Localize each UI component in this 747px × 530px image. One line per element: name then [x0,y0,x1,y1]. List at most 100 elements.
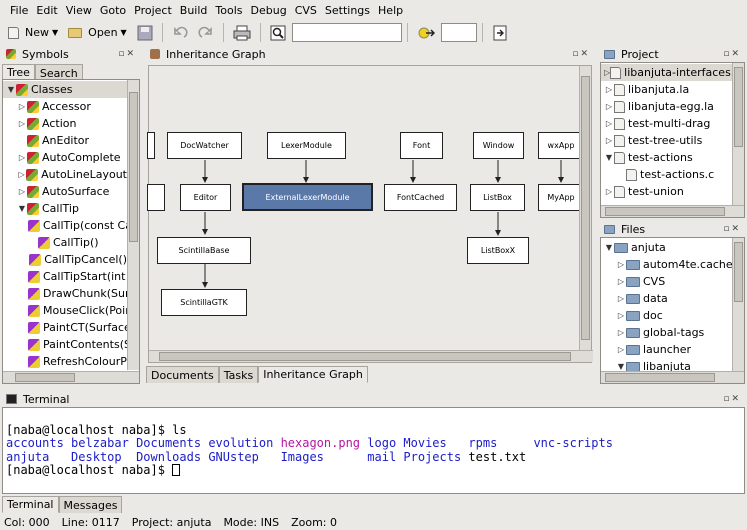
panel-controls-icon[interactable]: ▫✕ [723,49,741,59]
expander-open-icon[interactable]: ▼ [605,153,613,162]
tab-terminal[interactable]: Terminal [2,496,59,513]
tree-item[interactable]: PaintContents(Su [3,336,138,353]
scroll-thumb[interactable] [734,242,743,302]
tree-item[interactable]: ▷test-tree-utils [601,132,733,149]
panel-controls-icon[interactable]: ▫✕ [118,49,136,59]
tree-item[interactable]: ▷libanjuta-egg.la [601,98,733,115]
tree-item[interactable]: CallTip() [3,234,127,251]
graph-node-scintillagtk[interactable]: ScintillaGTK [161,289,247,316]
tree-item[interactable]: CallTipCancel() [3,251,127,268]
expander-closed-icon[interactable]: ▷ [605,102,613,111]
scroll-thumb[interactable] [129,92,138,242]
graph-node-myapp[interactable]: MyApp [538,184,584,211]
files-hscrollbar[interactable] [601,371,744,383]
graph-node-externallexermodule[interactable]: ExternalLexerModule [242,183,373,211]
graph-node-partial[interactable] [147,184,165,211]
menu-cvs[interactable]: CVS [294,3,317,17]
tree-item[interactable]: MouseClick(Poin [3,302,132,319]
goto-line-button[interactable] [413,22,439,43]
chevron-down-icon[interactable]: ▼ [52,28,59,37]
tree-item[interactable]: ▼CallTip [3,200,127,217]
expander-closed-icon[interactable]: ▷ [605,187,613,196]
tree-item[interactable]: ▷global-tags [601,324,733,341]
graph-node-partial[interactable] [147,132,155,159]
project-vscrollbar[interactable] [732,63,744,207]
tab-tasks[interactable]: Tasks [218,366,259,383]
expander-closed-icon[interactable]: ▷ [605,119,613,128]
menu-settings[interactable]: Settings [324,3,371,17]
tree-item[interactable]: ▼Classes [3,81,127,98]
line-number-input[interactable] [440,23,477,42]
tree-item[interactable]: ▷autom4te.cache [601,256,733,273]
expander-open-icon[interactable]: ▼ [7,85,15,94]
menu-edit[interactable]: Edit [36,3,58,17]
expander-closed-icon[interactable]: ▷ [18,102,26,111]
expander-closed-icon[interactable]: ▷ [605,85,613,94]
panel-controls-icon[interactable]: ▫✕ [723,224,741,234]
chevron-down-icon[interactable]: ▼ [120,28,127,37]
tree-item[interactable]: ▷AutoLineLayout [3,166,127,183]
menu-goto[interactable]: Goto [99,3,127,17]
graph-vscrollbar[interactable] [579,66,591,352]
tab-documents[interactable]: Documents [146,366,219,383]
tree-item[interactable]: ▼anjuta [601,239,733,256]
expander-closed-icon[interactable]: ▷ [617,277,625,286]
scroll-thumb[interactable] [605,373,715,382]
expander-closed-icon[interactable]: ▷ [605,136,613,145]
tree-item[interactable]: ▷Action [3,115,127,132]
tree-item[interactable]: ▷libanjuta.la [601,81,733,98]
menu-build[interactable]: Build [179,3,208,17]
graph-node-listboxx[interactable]: ListBoxX [467,237,529,264]
tree-item[interactable]: CallTip(const Ca [3,217,132,234]
tab-inheritance-graph[interactable]: Inheritance Graph [258,366,368,383]
expander-open-icon[interactable]: ▼ [617,362,625,371]
jump-button[interactable] [488,22,512,43]
panel-controls-icon[interactable]: ▫✕ [723,394,741,404]
tree-item[interactable]: RefreshColourPa [3,353,133,370]
graph-node-lexermodule[interactable]: LexerModule [267,132,346,159]
redo-button[interactable] [194,22,218,43]
graph-hscrollbar[interactable] [149,350,593,362]
tree-item[interactable]: ▷data [601,290,733,307]
tree-item[interactable]: ▷AutoComplete [3,149,127,166]
print-button[interactable] [229,22,255,43]
expander-closed-icon[interactable]: ▷ [617,260,625,269]
expander-closed-icon[interactable]: ▷ [617,311,625,320]
tree-item[interactable]: test-actions.c [601,166,733,183]
expander-closed-icon[interactable]: ▷ [18,187,26,196]
tree-item[interactable]: ▷CVS [601,273,733,290]
graph-node-listbox[interactable]: ListBox [470,184,525,211]
expander-closed-icon[interactable]: ▷ [617,328,625,337]
graph-node-scintillabase[interactable]: ScintillaBase [157,237,251,264]
tree-item[interactable]: ▷doc [601,307,733,324]
tree-item[interactable]: PaintCT(Surface [3,319,131,336]
symbols-vscrollbar[interactable] [127,80,139,370]
tab-messages[interactable]: Messages [58,496,123,513]
expander-closed-icon[interactable]: ▷ [18,153,26,162]
scroll-thumb[interactable] [15,373,75,382]
tree-item[interactable]: ▷test-multi-drag [601,115,733,132]
tree-item[interactable]: ▷launcher [601,341,733,358]
new-button[interactable]: New ▼ [4,22,62,43]
expander-open-icon[interactable]: ▼ [605,243,613,252]
files-vscrollbar[interactable] [732,238,744,373]
scroll-thumb[interactable] [734,67,743,147]
menu-view[interactable]: View [65,3,92,17]
tree-item[interactable]: ▷libanjuta-interfaces.la [601,64,744,81]
graph-node-font[interactable]: Font [400,132,443,159]
tree-item[interactable]: ▷test-union [601,183,733,200]
menu-tools[interactable]: Tools [215,3,243,17]
graph-node-window[interactable]: Window [473,132,524,159]
tree-item[interactable]: ▷Accessor [3,98,127,115]
tree-item[interactable]: CallTipStart(int p [3,268,136,285]
find-button[interactable] [266,22,290,43]
expander-closed-icon[interactable]: ▷ [617,294,625,303]
expander-open-icon[interactable]: ▼ [18,204,26,213]
project-hscrollbar[interactable] [601,205,744,217]
panel-controls-icon[interactable]: ▫✕ [572,49,590,59]
undo-button[interactable] [168,22,192,43]
menu-file[interactable]: File [10,3,29,17]
graph-node-wxapp[interactable]: wxApp [538,132,584,159]
menu-help[interactable]: Help [378,3,404,17]
tree-item[interactable]: ▼test-actions [601,149,733,166]
